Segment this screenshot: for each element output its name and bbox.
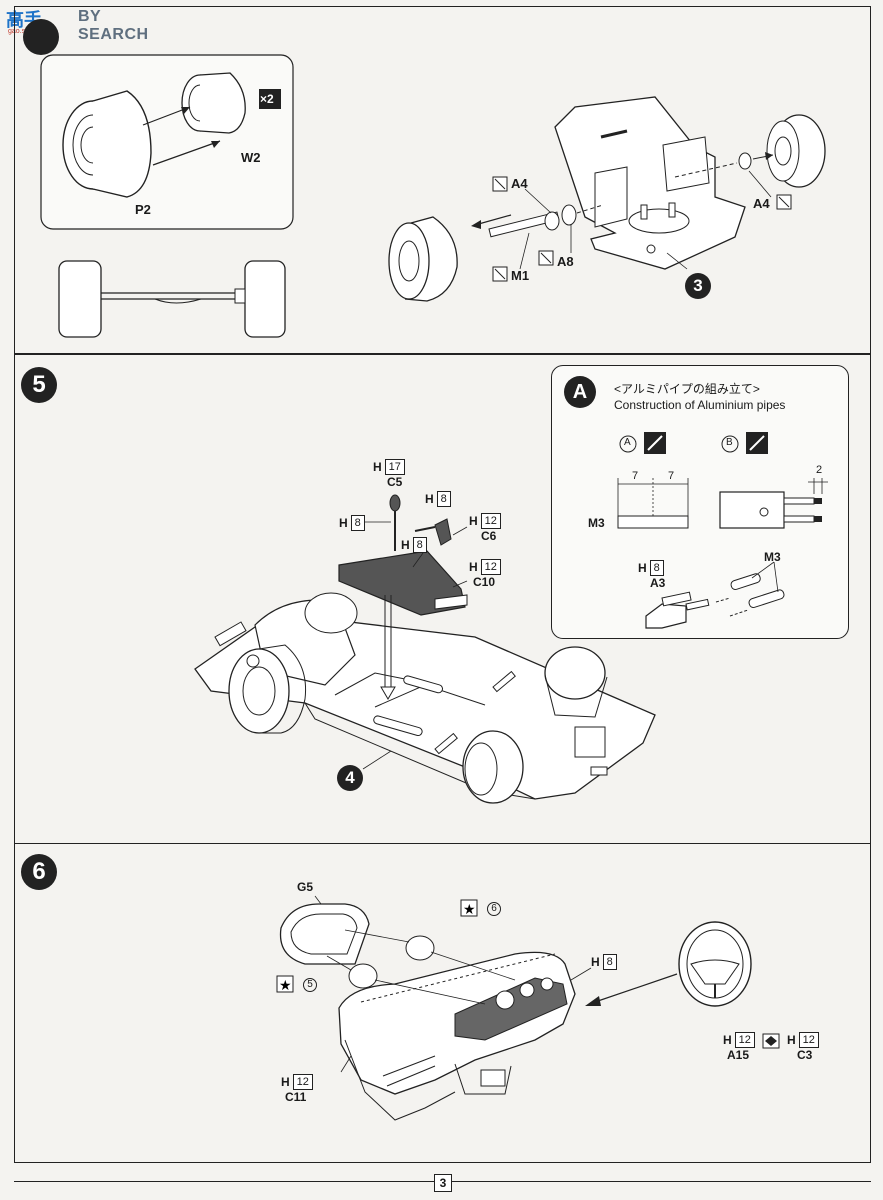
- paint-code-number: 8: [412, 537, 427, 553]
- part-label-m3-right: M3: [764, 550, 781, 564]
- paint-code-number: 12: [292, 1074, 313, 1090]
- part-label-a15: A15: [727, 1048, 750, 1062]
- paint-code-number: 8: [649, 560, 664, 576]
- part-label-c10: C10: [473, 575, 496, 589]
- step5-panel: 5 H 17 C5 H 8 H 8 H 12 C6 H 8 H 12 C10 4: [14, 354, 871, 844]
- paint-code-letter: H: [401, 538, 410, 552]
- part-label-p2: P2: [135, 202, 151, 217]
- inset-a-letter-badge: A: [564, 376, 596, 408]
- paint-code-letter: H: [425, 492, 434, 506]
- paint-code-letter: H: [281, 1075, 290, 1089]
- part-label-c6: C6: [481, 529, 497, 543]
- part-label-a8: A8: [557, 254, 574, 269]
- paint-code-h8-a3: H 8: [638, 560, 664, 576]
- dimension-7-left: 7: [632, 470, 639, 482]
- step-6-badge: 6: [21, 854, 57, 890]
- paint-code-letter: H: [469, 560, 478, 574]
- star-note-6: 6: [487, 902, 501, 916]
- paint-code-h12-c6: H 12: [469, 513, 501, 529]
- inset-a-title-jp: <アルミパイプの組み立て>: [614, 382, 760, 396]
- step6-illustration: ★ ★: [276, 895, 780, 1121]
- part-label-a4-right: A4: [753, 196, 770, 211]
- dimension-2: 2: [816, 464, 823, 476]
- part-label-a3: A3: [650, 576, 666, 590]
- paint-code-letter: H: [638, 561, 647, 575]
- inset-a-illustration: [617, 432, 828, 629]
- part-label-c5: C5: [387, 475, 403, 489]
- paint-code-h8-middle: H 8: [401, 537, 427, 553]
- star-note-5: 5: [303, 978, 317, 992]
- svg-text:★: ★: [279, 978, 292, 994]
- paint-code-number: 12: [480, 513, 501, 529]
- part-label-m3-left: M3: [588, 516, 605, 530]
- logo-brand-text: BY SEARCH: [78, 8, 149, 43]
- paint-code-letter: H: [373, 460, 382, 474]
- sub-step-4-badge: 4: [337, 765, 363, 791]
- inset-a-title-en: Construction of Aluminium pipes: [614, 398, 786, 412]
- paint-code-h17-c5: H 17: [373, 459, 405, 475]
- paint-code-h8-lever: H 8: [339, 515, 365, 531]
- quantity-x2-label: ×2: [260, 92, 274, 106]
- paint-code-h8-dash: H 8: [591, 954, 617, 970]
- inset-a-aluminium-pipes: A <アルミパイプの組み立て> Construction of Aluminiu…: [551, 365, 849, 639]
- paint-code-h8-top: H 8: [425, 491, 451, 507]
- variant-b-label: B: [726, 437, 733, 448]
- dimension-7-right: 7: [668, 470, 675, 482]
- paint-code-number: 12: [734, 1032, 755, 1048]
- paint-code-h12-c3: H 12: [787, 1032, 819, 1048]
- paint-code-number: 8: [436, 491, 451, 507]
- step5-illustration: [194, 494, 656, 804]
- step-5-badge: 5: [21, 367, 57, 403]
- page-number: 3: [434, 1174, 452, 1192]
- paint-code-letter: H: [591, 955, 600, 969]
- part-label-c3: C3: [797, 1048, 813, 1062]
- part-label-m1: M1: [511, 268, 530, 283]
- paint-code-letter: H: [723, 1033, 732, 1047]
- paint-code-number: 8: [602, 954, 617, 970]
- sub-step-3-badge: 3: [685, 273, 711, 299]
- part-label-c11: C11: [285, 1090, 307, 1104]
- step4-panel: P2 W2 ×2 A4 A8 M1 A4 3: [14, 6, 871, 354]
- paint-code-number: 17: [384, 459, 405, 475]
- step4-illustration: [23, 19, 826, 338]
- paint-code-number: 12: [480, 559, 501, 575]
- paint-code-number: 12: [798, 1032, 819, 1048]
- variant-a-label: A: [624, 437, 631, 448]
- paint-code-letter: H: [787, 1033, 796, 1047]
- part-label-w2: W2: [241, 150, 261, 165]
- paint-code-h12-c10: H 12: [469, 559, 501, 575]
- paint-code-letter: H: [339, 516, 348, 530]
- paint-code-h12-c11: H 12: [281, 1074, 313, 1090]
- paint-code-h12-a15: H 12: [723, 1032, 755, 1048]
- paint-code-number: 8: [350, 515, 365, 531]
- svg-text:★: ★: [463, 902, 476, 918]
- paint-code-letter: H: [469, 514, 478, 528]
- part-label-a4-left: A4: [511, 176, 528, 191]
- part-label-g5: G5: [297, 880, 314, 894]
- step6-panel: ★ ★ 6 G5 6 5 H 8 H 12 C11 H 12 A15 H 12 …: [14, 843, 871, 1163]
